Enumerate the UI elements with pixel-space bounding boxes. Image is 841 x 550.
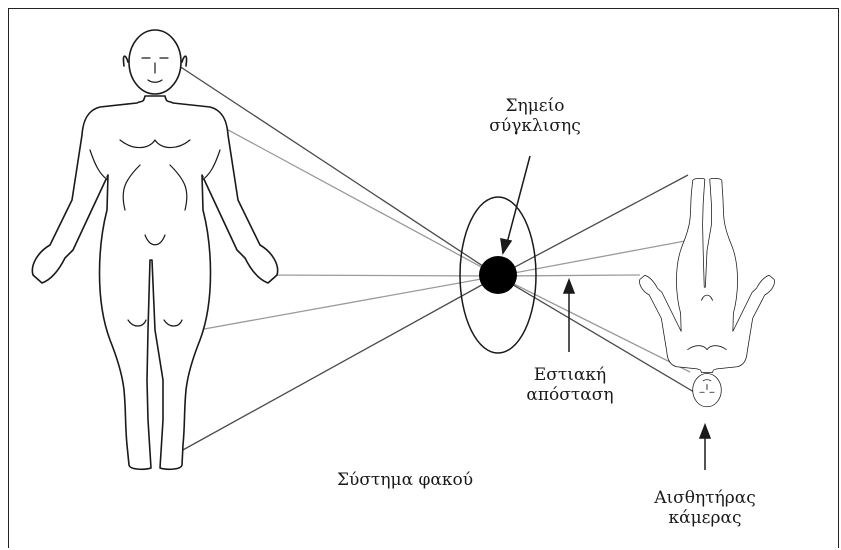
label-convergence-line1: Σημείο — [480, 96, 590, 116]
subject-human-figure — [32, 30, 277, 469]
label-sensor-line2: κάμερας — [640, 508, 770, 528]
ray-knee — [182, 276, 498, 333]
ray-img-foot — [498, 175, 688, 276]
ray-foot — [172, 276, 498, 456]
ray-img-knee — [498, 241, 685, 276]
label-focal-line2: απόσταση — [515, 385, 625, 405]
label-convergence-point: Σημείο σύγκλισης — [480, 96, 590, 136]
rays-lens-to-sensor — [498, 175, 694, 392]
convergence-point-dot — [479, 256, 517, 294]
ray-img-hand — [498, 275, 640, 276]
label-focal-line1: Εστιακή — [515, 365, 625, 385]
label-lens-system: Σύστημα φακού — [325, 470, 485, 490]
label-camera-sensor: Αισθητήρας κάμερας — [640, 488, 770, 528]
label-sensor-line1: Αισθητήρας — [640, 488, 770, 508]
inverted-image-figure — [640, 178, 775, 406]
label-convergence-line2: σύγκλισης — [480, 116, 590, 136]
arrow-camera-sensor — [700, 425, 710, 470]
label-focal-distance: Εστιακή απόσταση — [515, 365, 625, 405]
ray-hand — [262, 275, 498, 276]
